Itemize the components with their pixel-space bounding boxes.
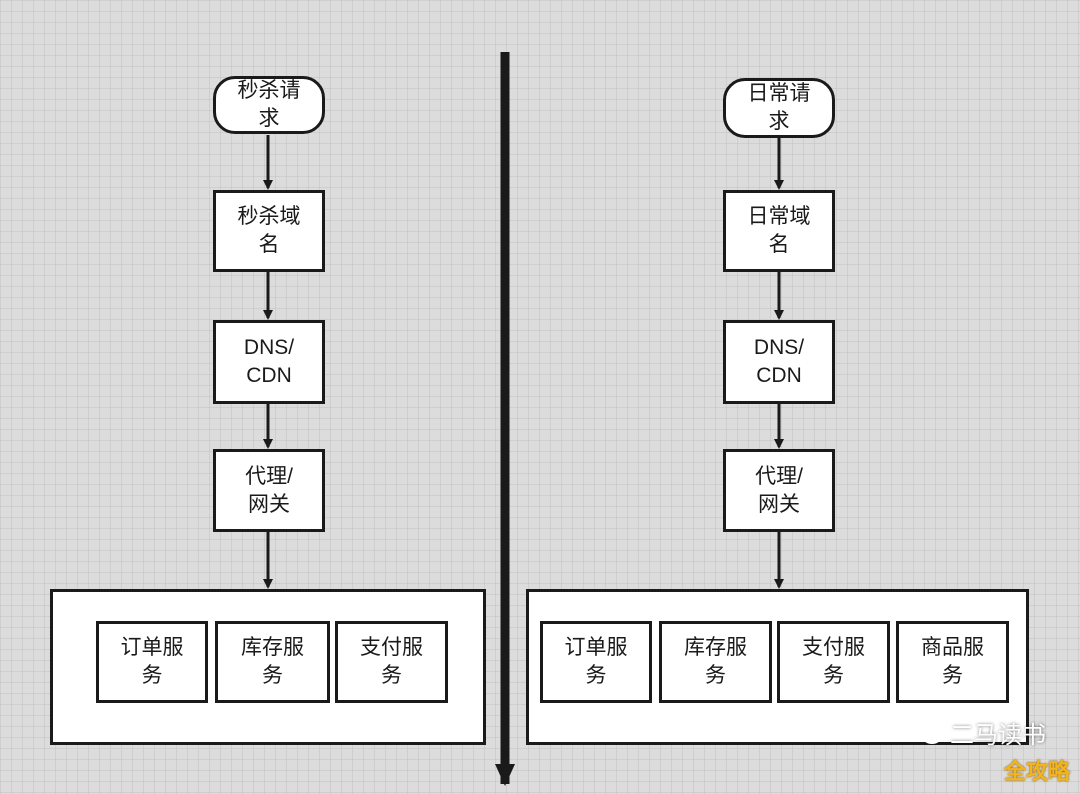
wechat-icon [912,721,942,744]
left-service-payment-line2: 务 [381,664,402,687]
left-service-order: 订单服务 [96,621,208,703]
right-service-product: 商品服务 [896,621,1009,703]
right-dns-line1: DNS/ [753,336,805,359]
right-proxy-node: 代理/网关 [723,449,835,532]
watermark: 二马读书 [912,715,1046,750]
right-start-node: 日常请求 [723,78,835,138]
left-proxy-line1: 代理/ [245,464,293,488]
right-start-line1: 日常请 [747,82,811,105]
left-service-inventory-line1: 库存服 [241,636,304,659]
left-service-inventory: 库存服务 [215,621,330,703]
right-domain-node: 日常域名 [723,190,835,272]
left-service-payment: 支付服务 [335,621,448,703]
right-proxy-line2: 网关 [758,492,800,516]
left-service-order-line2: 务 [141,664,163,687]
right-service-payment-line2: 务 [823,664,844,687]
right-service-order-line2: 务 [585,664,607,687]
right-service-payment: 支付服务 [777,621,890,703]
right-dns-line2: CDN [756,364,802,387]
left-dns-line1: DNS/ [243,336,295,359]
left-service-payment-line1: 支付服 [360,636,423,659]
left-start-node: 秒杀请求 [213,76,325,134]
site-logo-mark: 全攻略 [1003,760,1070,785]
left-start-line2: 求 [258,107,280,130]
right-domain-line1: 日常域 [747,205,811,228]
left-domain-line2: 名 [258,233,280,256]
left-proxy-node: 代理/网关 [213,449,325,532]
right-service-inventory: 库存服务 [659,621,772,703]
right-service-inventory-line1: 库存服 [684,636,747,659]
right-start-line2: 求 [768,110,790,133]
left-service-order-line1: 订单服 [120,636,184,659]
right-dns-node: DNS/CDN [723,320,835,404]
right-service-order-line1: 订单服 [564,636,628,659]
left-dns-node: DNS/CDN [213,320,325,404]
right-service-inventory-line2: 务 [705,664,726,687]
right-domain-line2: 名 [768,233,790,256]
left-start-line1: 秒杀请 [237,79,301,102]
left-proxy-line2: 网关 [248,492,290,516]
left-domain-line1: 秒杀域 [237,205,301,228]
right-service-product-line2: 务 [942,664,963,687]
right-service-payment-line1: 支付服 [802,636,865,659]
left-domain-node: 秒杀域名 [213,190,325,272]
right-service-order: 订单服务 [540,621,652,703]
watermark-text: 二马读书 [950,721,1046,749]
left-service-inventory-line2: 务 [262,664,283,687]
right-service-product-line1: 商品服 [921,636,984,659]
right-proxy-line1: 代理/ [755,464,803,488]
left-dns-line2: CDN [246,364,292,387]
